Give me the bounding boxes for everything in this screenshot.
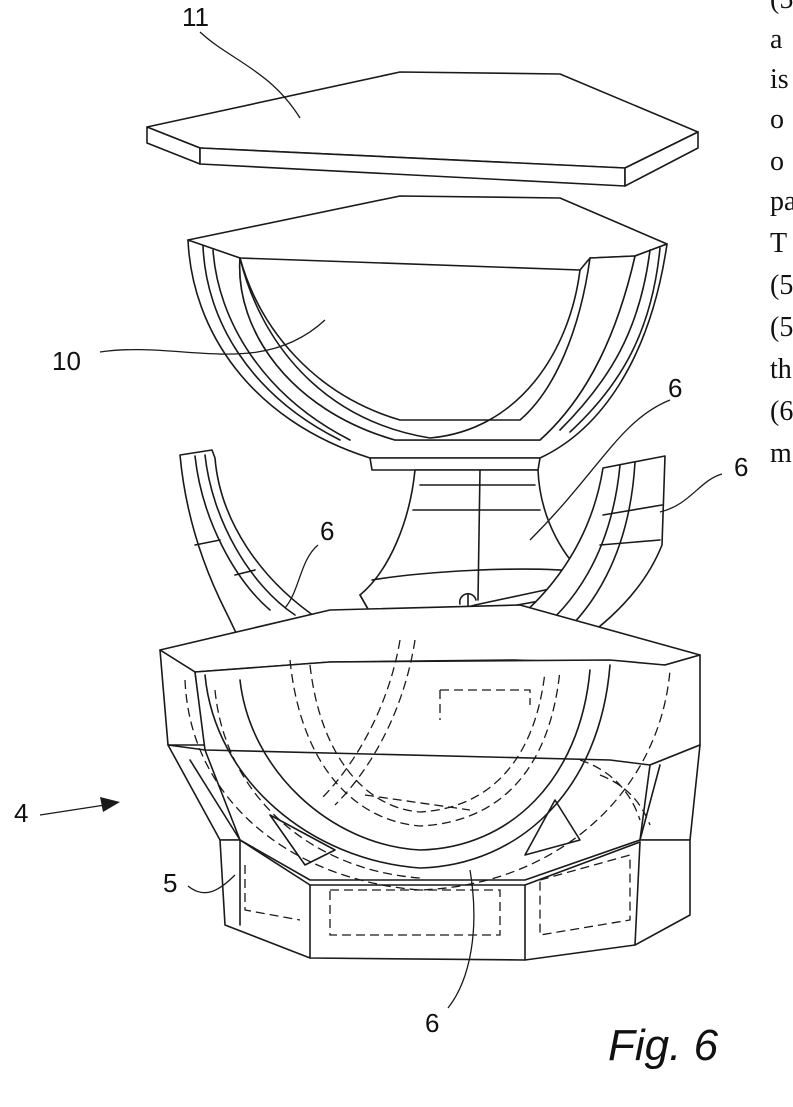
base-assembly xyxy=(160,605,700,960)
label-assembly: 4 xyxy=(14,798,28,828)
arrow-assembly xyxy=(40,797,120,815)
side-text-column: (5 a is o o pa T (5 (5 th (6 m xyxy=(770,0,793,469)
label-base: 5 xyxy=(163,868,177,898)
side-text-line: (5 xyxy=(770,312,793,343)
label-segment-center: 6 xyxy=(668,373,682,403)
figure-caption: Fig. 6 xyxy=(608,1021,719,1070)
bowl xyxy=(188,196,667,470)
label-segment-front: 6 xyxy=(425,1008,439,1038)
side-text-line: o xyxy=(770,146,784,177)
side-text-line: (5 xyxy=(770,270,793,301)
side-text-line: pa xyxy=(770,186,793,217)
lid-plate xyxy=(147,72,698,186)
side-text-line: m xyxy=(770,438,792,469)
side-text-line: T xyxy=(770,228,787,259)
side-text-line: (5 xyxy=(770,0,793,15)
side-text-line: a xyxy=(770,24,783,55)
leader-line-6-right xyxy=(660,474,722,512)
side-text-line: (6 xyxy=(770,396,793,427)
side-text-line: is xyxy=(770,64,789,95)
label-segment-right: 6 xyxy=(734,452,748,482)
label-bowl: 10 xyxy=(52,346,81,376)
label-segment-left: 6 xyxy=(320,516,334,546)
side-text-line: th xyxy=(770,354,792,385)
label-lid: 11 xyxy=(182,2,209,32)
side-text-line: o xyxy=(770,104,784,135)
